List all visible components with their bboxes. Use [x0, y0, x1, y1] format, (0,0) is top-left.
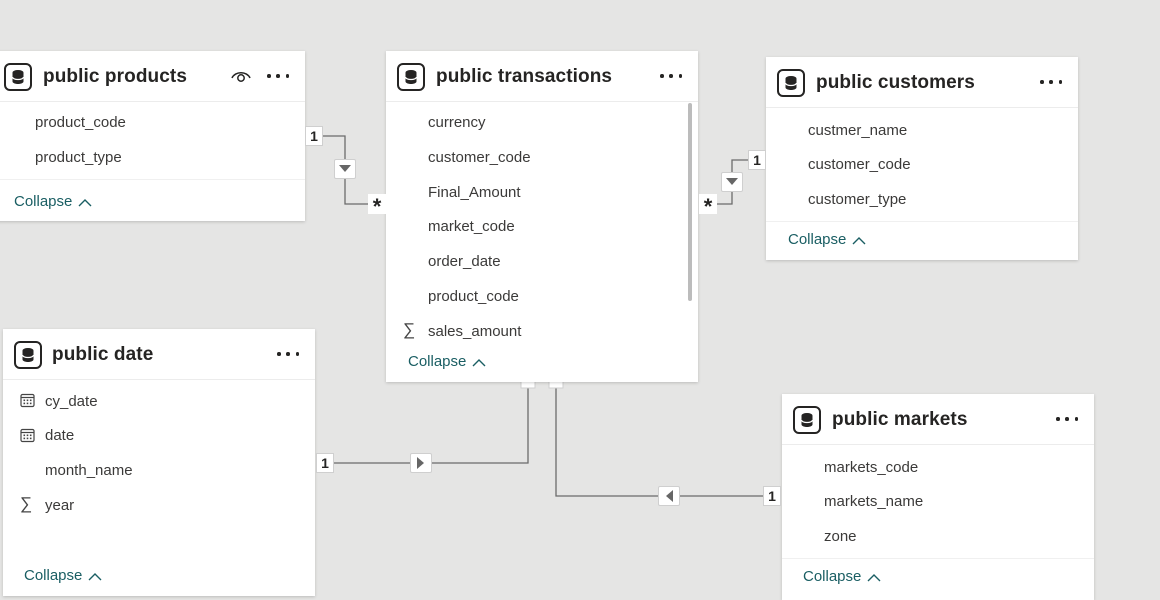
field-customer_code[interactable]: customer_code: [428, 149, 531, 166]
collapse-label: Collapse: [803, 568, 862, 585]
filter-direction-right-icon[interactable]: [410, 453, 432, 473]
field-zone[interactable]: zone: [824, 528, 857, 545]
field-year[interactable]: year: [45, 497, 75, 514]
field-sales_amount[interactable]: sales_amount: [428, 323, 522, 340]
eye-icon[interactable]: [230, 67, 252, 85]
collapse-label: Collapse: [788, 231, 847, 248]
table-card-date[interactable]: public date cy_date date month_name ∑ ye…: [3, 329, 315, 596]
collapse-link[interactable]: Collapse: [803, 568, 881, 586]
database-icon: [14, 341, 42, 369]
table-card-markets[interactable]: public markets markets_code markets_name…: [782, 394, 1094, 600]
chevron-up-icon: [867, 569, 881, 586]
field-product_type[interactable]: product_type: [35, 149, 122, 166]
chevron-up-icon: [472, 354, 486, 371]
collapse-link[interactable]: Collapse: [14, 193, 92, 211]
table-card-products[interactable]: public products product_code product_typ…: [0, 51, 305, 221]
more-options-icon[interactable]: [277, 344, 299, 364]
field-date[interactable]: date: [45, 427, 75, 444]
table-card-header[interactable]: public transactions: [386, 51, 698, 102]
table-title: public date: [52, 344, 154, 365]
sigma-icon: ∑: [20, 494, 33, 513]
table-title: public customers: [816, 72, 975, 93]
field-market_code[interactable]: market_code: [428, 218, 515, 235]
cardinality-one-label: 1: [763, 486, 781, 506]
calendar-icon: [20, 428, 35, 443]
field-month_name[interactable]: month_name: [45, 462, 133, 479]
collapse-link[interactable]: Collapse: [788, 231, 866, 249]
table-card-transactions[interactable]: public transactions currency customer_co…: [386, 51, 698, 382]
collapse-label: Collapse: [14, 193, 73, 210]
field-product_code[interactable]: product_code: [35, 114, 126, 131]
more-options-icon[interactable]: [660, 66, 682, 86]
table-card-header[interactable]: public products: [0, 51, 305, 102]
collapse-label: Collapse: [408, 353, 467, 370]
table-card-header[interactable]: public customers: [766, 57, 1078, 108]
filter-direction-left-icon[interactable]: [658, 486, 680, 506]
table-card-customers[interactable]: public customers custmer_name customer_c…: [766, 57, 1078, 260]
field-customer_type[interactable]: customer_type: [808, 191, 907, 208]
calendar-icon: [20, 393, 35, 408]
table-card-header[interactable]: public date: [3, 329, 315, 380]
filter-direction-down-icon[interactable]: [334, 159, 356, 179]
field-cy_date[interactable]: cy_date: [45, 393, 98, 410]
field-order_date[interactable]: order_date: [428, 253, 501, 270]
cardinality-one-label: 1: [748, 150, 766, 170]
field-currency[interactable]: currency: [428, 114, 486, 131]
more-options-icon[interactable]: [1040, 72, 1062, 92]
cardinality-one-label: 1: [305, 126, 323, 146]
cardinality-many-label: *: [368, 194, 386, 219]
cardinality-one-label: 1: [316, 453, 334, 473]
table-title: public products: [43, 66, 187, 87]
table-card-header[interactable]: public markets: [782, 394, 1094, 445]
database-icon: [777, 69, 805, 97]
field-customer_code[interactable]: customer_code: [808, 156, 911, 173]
collapse-link[interactable]: Collapse: [24, 567, 102, 585]
field-final_amount[interactable]: Final_Amount: [428, 184, 521, 201]
cardinality-many-label: *: [699, 194, 717, 219]
field-product_code[interactable]: product_code: [428, 288, 519, 305]
field-custmer_name[interactable]: custmer_name: [808, 122, 908, 139]
database-icon: [793, 406, 821, 434]
database-icon: [397, 63, 425, 91]
relationship-line-markets-transactions: [555, 384, 763, 497]
chevron-up-icon: [88, 568, 102, 585]
chevron-up-icon: [852, 232, 866, 249]
table-title: public markets: [832, 409, 968, 430]
table-title: public transactions: [436, 66, 613, 87]
more-options-icon[interactable]: [267, 66, 289, 86]
collapse-link[interactable]: Collapse: [408, 353, 486, 371]
database-icon: [4, 63, 32, 91]
field-markets_name[interactable]: markets_name: [824, 493, 924, 510]
collapse-label: Collapse: [24, 567, 83, 584]
vertical-scrollbar[interactable]: [688, 103, 692, 301]
sigma-icon: ∑: [403, 320, 416, 339]
filter-direction-down-icon[interactable]: [721, 172, 743, 192]
field-markets_code[interactable]: markets_code: [824, 459, 919, 476]
chevron-up-icon: [78, 194, 92, 211]
relationship-line-date-transactions: [334, 384, 529, 464]
more-options-icon[interactable]: [1056, 409, 1078, 429]
